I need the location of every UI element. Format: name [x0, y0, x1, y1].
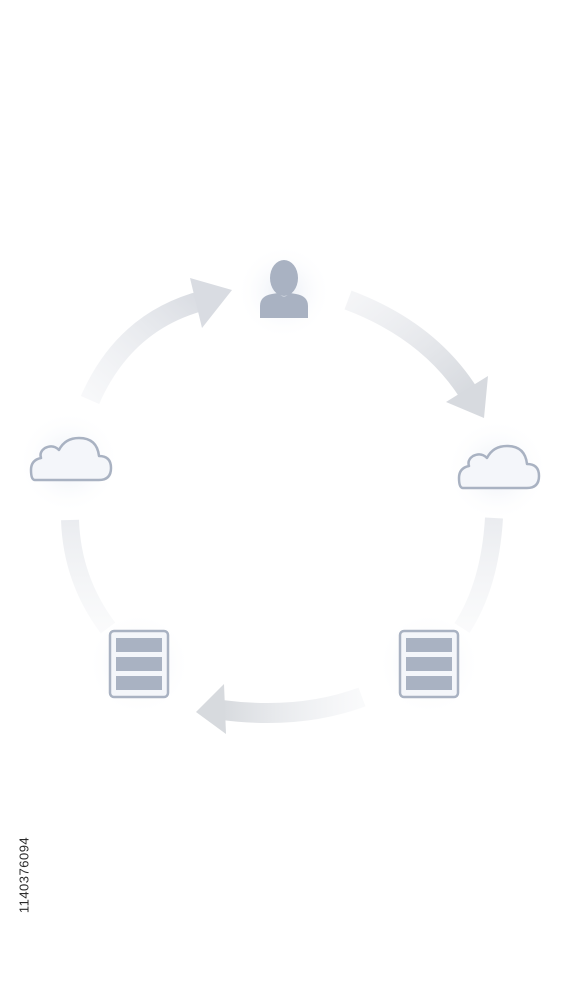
arrowhead-to-server-left	[196, 684, 226, 734]
arrowhead-to-user	[190, 278, 232, 328]
arrow-server-left-to-cloud-left	[61, 519, 116, 634]
arrow-user-to-cloud-right	[344, 290, 477, 398]
arrowhead-to-cloud-right	[446, 376, 488, 418]
cloud-icon	[29, 436, 113, 482]
cloud-icon	[457, 444, 541, 490]
arrow-server-right-to-server-left	[220, 687, 366, 723]
cycle-arrows	[61, 278, 503, 734]
stock-id-label: 1140376094	[16, 836, 32, 914]
server-icon	[108, 629, 170, 699]
server-icon	[398, 629, 460, 699]
arrow-cloud-right-to-server-right	[454, 517, 503, 633]
arrow-cloud-left-to-user	[80, 290, 208, 405]
user-icon	[260, 260, 308, 318]
